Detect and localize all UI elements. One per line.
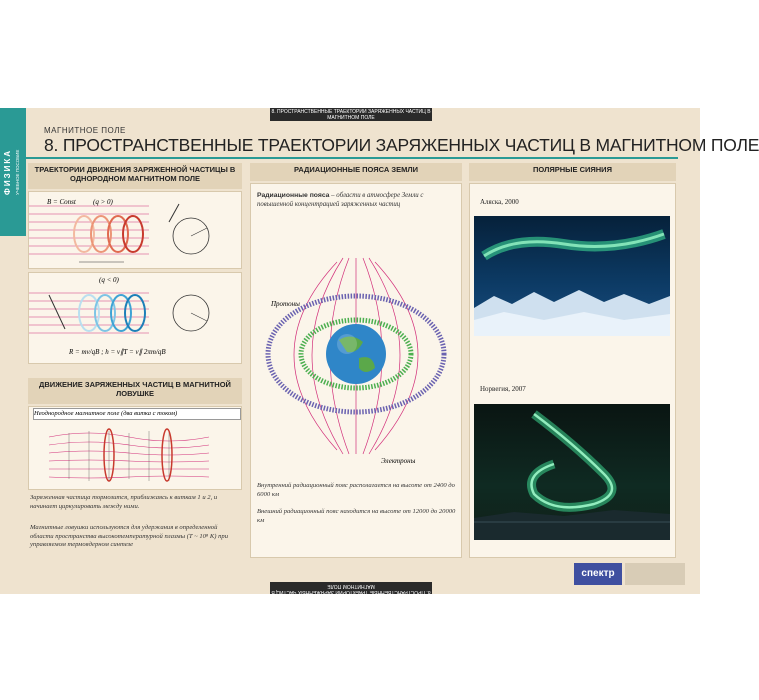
middle-header-text: РАДИАЦИОННЫЕ ПОЯСА ЗЕМЛИ [294,165,418,174]
belts-description: – области в атмосфере Земли с повышенной… [257,192,424,208]
alaska-aurora-art [474,229,670,336]
left-header-2-text: ДВИЖЕНИЕ ЗАРЯЖЕННЫХ ЧАСТИЦ В МАГНИТНОЙ Л… [39,380,231,398]
subject-label: ФИЗИКА [3,149,12,195]
uniform-field-panel-positive: B = Const (q > 0) [28,191,242,269]
outer-belt-text: Внешний радиационный пояс находится на в… [257,508,456,524]
radius-pitch-formula: R = mv/qB ; h = v∥T = v∥ 2πm/qB [69,348,166,356]
inner-belt-text: Внутренний радиационный пояс располагает… [257,482,455,498]
publisher-info-block [625,563,685,585]
magnetic-trap-panel: Неоднородное магнитное поле (два витка с… [28,406,242,490]
subject-sublabel: УЧЕБНОЕ ПОСОБИЕ [15,149,20,195]
top-title-tab: 8. ПРОСТРАНСТВЕННЫЕ ТРАЕКТОРИИ ЗАРЯЖЕННЫ… [270,108,432,121]
protons-label: Протоны [271,300,300,308]
section-label: МАГНИТНОЕ ПОЛЕ [44,126,126,135]
norway-aurora-art [474,410,670,540]
charge-negative-label: (q < 0) [99,276,119,284]
earth-belts-diagram [265,257,447,455]
left-header-1-text: ТРАЕКТОРИИ ДВИЖЕНИЯ ЗАРЯЖЕННОЙ ЧАСТИЦЫ В… [34,165,236,183]
electrons-label: Электроны [381,457,416,465]
left-header-1: ТРАЕКТОРИИ ДВИЖЕНИЯ ЗАРЯЖЕННОЙ ЧАСТИЦЫ В… [28,163,242,189]
bottom-title-text: 8. ПРОСТРАНСТВЕННЫЕ ТРАЕКТОРИИ ЗАРЯЖЕННЫ… [271,583,431,595]
trap-text-2: Магнитные ловушки используются для удерж… [30,524,229,549]
b-const-label: B = Const [47,198,76,206]
bottom-title-tab: 8. ПРОСТРАНСТВЕННЫЕ ТРАЕКТОРИИ ЗАРЯЖЕННЫ… [270,582,432,595]
middle-header: РАДИАЦИОННЫЕ ПОЯСА ЗЕМЛИ [250,163,462,181]
belts-term: Радиационные пояса [257,192,330,199]
norway-aurora-photo [474,404,670,540]
charge-positive-label: (q > 0) [93,198,113,206]
magnetic-trap-diagram [48,428,210,482]
subject-side-band: ФИЗИКА УЧЕБНОЕ ПОСОБИЕ [0,108,26,236]
right-header-text: ПОЛЯРНЫЕ СИЯНИЯ [533,165,612,174]
belts-definition: Радиационные пояса – области в атмосфере… [257,191,457,209]
alaska-caption: Аляска, 2000 [480,198,519,206]
alaska-aurora-photo [474,216,670,336]
trap-text-1: Заряженная частица тормозится, приближая… [30,494,218,510]
uniform-field-panel-negative: (q < 0) R = mv/qB ; h = v∥T = v∥ 2πm/qB [28,272,242,364]
radiation-belts-panel: Радиационные пояса – области в атмосфере… [250,183,462,558]
helix-negative-diagram [29,292,210,334]
helix-positive-diagram [29,203,210,263]
right-header: ПОЛЯРНЫЕ СИЯНИЯ [469,163,676,181]
publisher-logo: спектр [574,563,622,585]
poster: 8. ПРОСТРАНСТВЕННЫЕ ТРАЕКТОРИИ ЗАРЯЖЕННЫ… [0,108,759,595]
page-title: 8. ПРОСТРАНСТВЕННЫЕ ТРАЕКТОРИИ ЗАРЯЖЕННЫ… [44,135,759,155]
left-header-2: ДВИЖЕНИЕ ЗАРЯЖЕННЫХ ЧАСТИЦ В МАГНИТНОЙ Л… [28,378,242,404]
trap-caption: Неоднородное магнитное поле (два витка с… [33,408,241,420]
title-divider [26,157,678,159]
norway-caption: Норвегия, 2007 [480,385,526,393]
